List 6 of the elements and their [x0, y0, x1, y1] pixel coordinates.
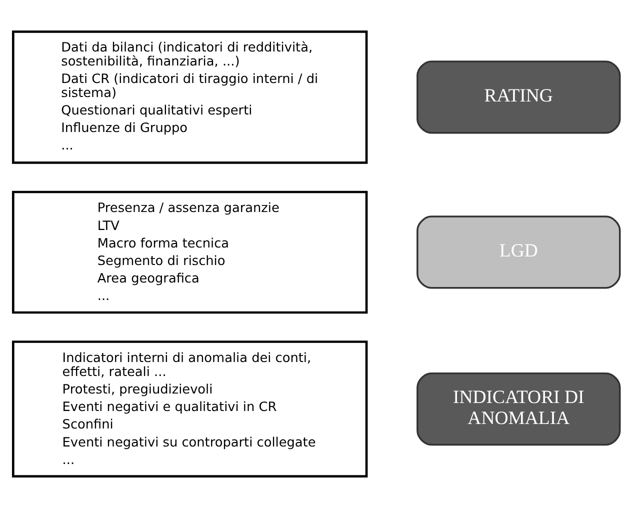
node-box: RATING [416, 60, 621, 134]
node-box: Indicatori interni di anomalia dei conti, effetti, rateali ... Protesti, pregiudizievoli Eventi negativi e qualitativi in CR Sconfini Eventi negativi su controparti collegate ... [12, 340, 368, 478]
node-box: Dati da bilanci (indicatori di redditività, sostenibilità, finanziaria, ...) Dati CR (indicatori di tiraggio interni / di sistema) Questionari qualitativi esperti Influenze di Gruppo ... [12, 30, 368, 164]
node-box: Presenza / assenza garanzie LTV Macro forma tecnica Segmento di rischio Area geografica ... [12, 190, 368, 314]
node-box: LGD [416, 216, 621, 289]
node-box: INDICATORI DI ANOMALIA [416, 372, 621, 446]
